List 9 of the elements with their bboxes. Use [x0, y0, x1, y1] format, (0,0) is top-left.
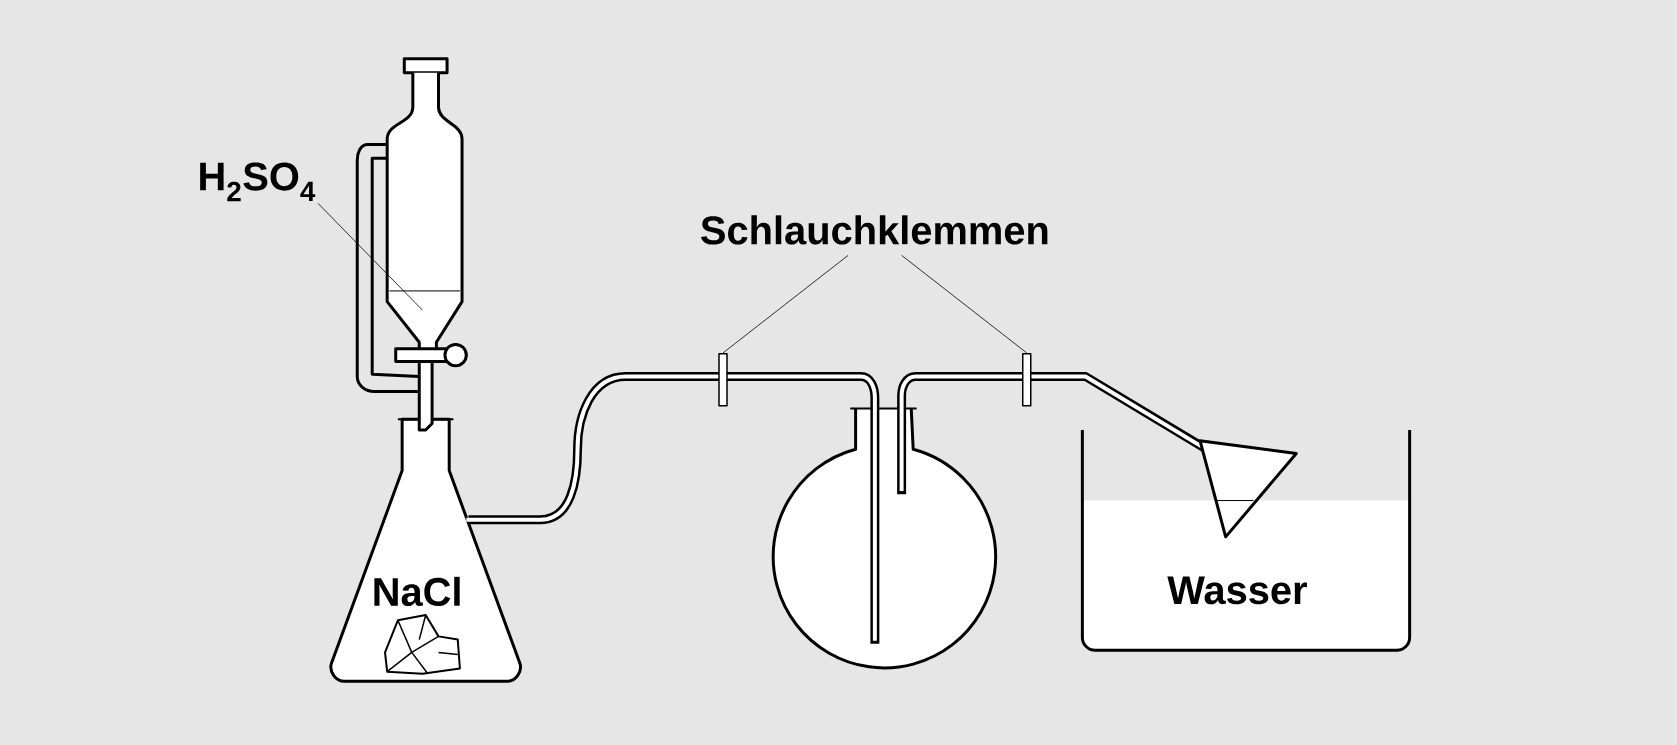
leader-line: [317, 202, 423, 311]
leader-line: [901, 254, 1028, 354]
label-text: H$_{2}$SO$_{4}$: [200, 162, 316, 201]
label-text: Wasser: [1167, 576, 1307, 605]
leader-line: [722, 254, 849, 354]
label-text: NaCl: [374, 576, 460, 606]
hose-clamp: [1022, 352, 1032, 407]
hose-clamp: [718, 352, 728, 407]
label-text: Schlauchklemmen: [701, 215, 1048, 245]
